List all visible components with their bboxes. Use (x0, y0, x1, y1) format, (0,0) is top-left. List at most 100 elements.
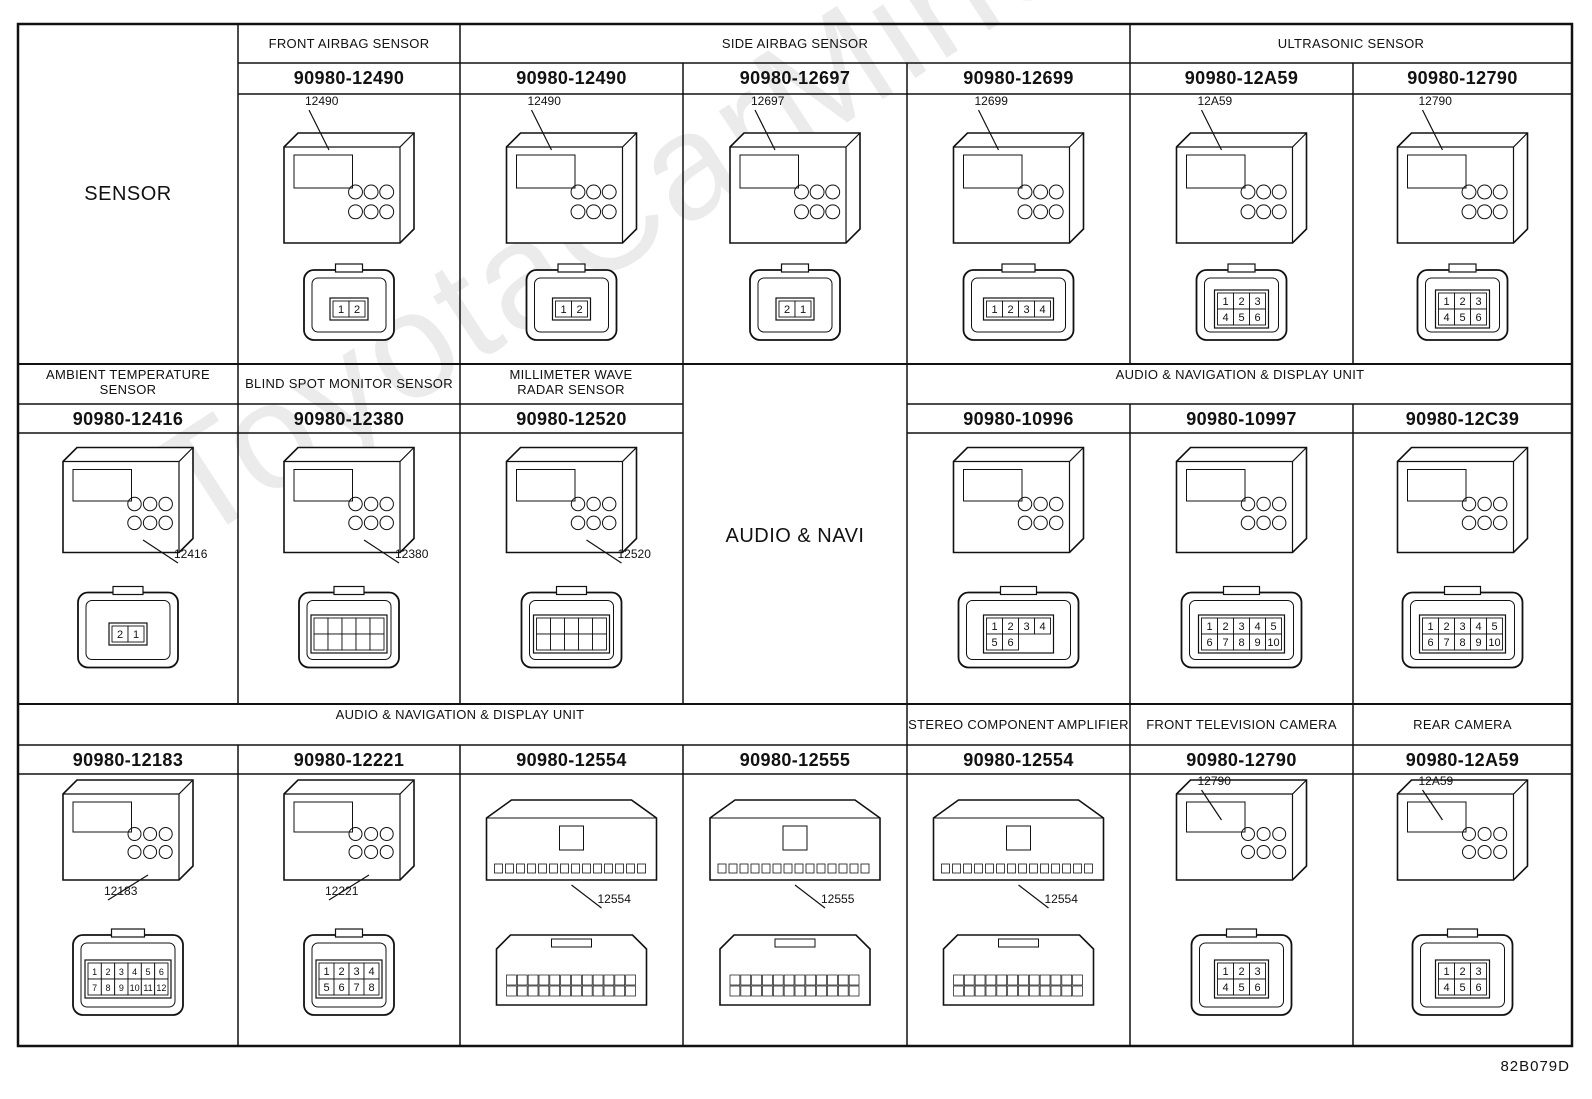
part-number: 90980-12380 (293, 409, 405, 429)
leader-line (107, 874, 149, 901)
pin-number: 1 (991, 304, 997, 316)
leader-line (328, 874, 370, 901)
connector-body (62, 779, 194, 881)
pin-number: 7 (1222, 637, 1228, 649)
part-number: 90980-10996 (963, 409, 1074, 429)
part-number: 90980-12697 (739, 68, 851, 88)
callout-label: 12221 (325, 884, 359, 898)
part-number: 90980-12554 (963, 750, 1074, 770)
leader-line (571, 884, 602, 909)
connector-body (485, 799, 658, 881)
outer-border (16, 22, 1574, 1048)
group-label-sensor: SENSOR (84, 183, 172, 205)
pin-number: 2 (1007, 621, 1013, 633)
leader-line (977, 109, 1000, 151)
callout-label: 12380 (395, 547, 429, 561)
header-ultrasonic: ULTRASONIC SENSOR (1277, 36, 1425, 51)
callout-label: 12697 (751, 94, 785, 108)
pin-number: 4 (1039, 621, 1045, 633)
pin-number: 3 (1475, 296, 1481, 308)
pin-number: 6 (1254, 312, 1260, 324)
connector-body (932, 799, 1105, 881)
pin-number: 1 (1206, 621, 1212, 633)
connector-face (942, 934, 1095, 1006)
pin-number: 1 (1222, 966, 1228, 978)
pin-number: 3 (1459, 621, 1465, 633)
leader-line (363, 539, 400, 564)
callout-label: 12554 (597, 892, 631, 906)
pin-number: 9 (119, 983, 124, 993)
pin-number: 2 (1238, 296, 1244, 308)
connector-body (283, 446, 415, 554)
pin-number: 1 (1222, 296, 1228, 308)
pin-number: 2 (1459, 296, 1465, 308)
connector-body (283, 779, 415, 881)
connector-body (729, 132, 861, 244)
pin-number: 10 (1488, 637, 1500, 649)
part-number: 90980-12554 (516, 750, 627, 770)
pin-number: 5 (323, 982, 329, 994)
pin-number: 3 (1023, 621, 1029, 633)
pin-number: 1 (560, 304, 566, 316)
leader-line (142, 539, 179, 564)
header-side-airbag: SIDE AIRBAG SENSOR (721, 36, 869, 51)
header-audio-nav-row3: AUDIO & NAVIGATION & DISPLAY UNIT (335, 707, 585, 722)
part-number: 90980-12699 (963, 68, 1074, 88)
pin-number: 3 (1475, 966, 1481, 978)
header-mm-wave: MILLIMETER WAVE RADAR SENSOR (509, 367, 633, 397)
pin-number: 6 (338, 982, 344, 994)
pin-number: 2 (1459, 966, 1465, 978)
header-audio-nav: AUDIO & NAVIGATION & DISPLAY UNIT (1115, 367, 1365, 382)
pin-number: 2 (338, 966, 344, 978)
part-number: 90980-12A59 (1405, 750, 1520, 770)
connector-face (719, 934, 871, 1006)
part-number: 90980-12790 (1407, 68, 1518, 88)
pin-number: 5 (1459, 312, 1465, 324)
pin-number: 7 (353, 982, 359, 994)
pin-number: 3 (1023, 304, 1029, 316)
pin-number: 6 (1206, 637, 1212, 649)
header-front-airbag: FRONT AIRBAG SENSOR (268, 36, 430, 51)
pin-number: 2 (117, 629, 123, 641)
pin-number: 1 (338, 304, 344, 316)
callout-label: 12520 (617, 547, 651, 561)
pin-number: 7 (92, 983, 97, 993)
leader-line (1422, 789, 1443, 821)
connector-body (505, 446, 638, 554)
leader-line (794, 884, 826, 909)
pin-number: 4 (1443, 982, 1449, 994)
part-number: 90980-12221 (293, 750, 405, 770)
header-stereo-amp: STEREO COMPONENT AMPLIFIER (908, 717, 1129, 732)
pin-number: 12 (156, 983, 166, 993)
pin-number: 6 (159, 967, 164, 977)
pin-number: 6 (1475, 312, 1481, 324)
pin-number: 6 (1475, 982, 1481, 994)
center-label-audio-navi: AUDIO & NAVI (725, 525, 865, 547)
header-ambient-temp: AMBIENT TEMPERATURE SENSOR (46, 367, 210, 397)
pin-number: 4 (1443, 312, 1449, 324)
pin-number: 3 (353, 966, 359, 978)
pin-number: 3 (1238, 621, 1244, 633)
connector-body (1175, 446, 1308, 554)
leader-line (308, 109, 330, 151)
pin-number: 11 (143, 983, 152, 993)
callout-label: 12555 (821, 892, 855, 906)
header-front-tv-camera: FRONT TELEVISION CAMERA (1146, 717, 1337, 732)
pin-number: 4 (1039, 304, 1045, 316)
pin-number: 6 (1007, 637, 1013, 649)
pin-number: 5 (145, 967, 150, 977)
connector-body (283, 132, 415, 244)
pin-number: 2 (1222, 621, 1228, 633)
callout-label: 12699 (974, 94, 1008, 108)
leader-line (1018, 884, 1049, 909)
callout-label: 12554 (1044, 892, 1078, 906)
